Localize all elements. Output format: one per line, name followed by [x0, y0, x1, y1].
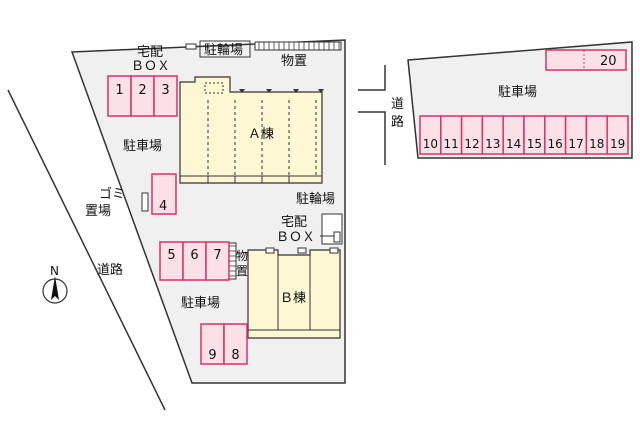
storage-mid-label-line2: 置	[236, 264, 248, 278]
north-label: N	[50, 264, 59, 278]
garbage-station	[141, 192, 149, 212]
storage-strip-ticks	[258, 42, 340, 50]
road-bracket	[358, 65, 386, 165]
building-b	[247, 247, 341, 339]
parking-space-number: 18	[589, 137, 604, 151]
parking-space-number: 12	[464, 137, 479, 151]
bicycle-top-label: 駐輪場	[204, 42, 243, 58]
parking-group-10-19: 10 11 12 13 14 15 16 17 18 19	[419, 115, 629, 155]
parking-space-number: 17	[568, 137, 583, 151]
parking-space-7	[205, 241, 230, 281]
north-arrow-icon	[42, 276, 68, 304]
parking-space-number: 10	[423, 137, 438, 151]
parking-right-label: 駐車場	[498, 85, 537, 100]
bicycle-top-frame	[199, 40, 251, 58]
bicycle-mid-label: 駐輪場	[296, 191, 335, 207]
road-left-label: 道路	[97, 262, 123, 278]
parking-space-number: 6	[190, 248, 198, 263]
building-a-label: Ａ棟	[248, 127, 274, 142]
parking-space-3	[153, 75, 178, 117]
delivery-box-top-label-line1: 宅配	[137, 45, 163, 60]
parking-space-19	[606, 115, 629, 155]
parking-space-number: 19	[610, 137, 625, 151]
parking-space-4-number: 4	[159, 199, 167, 214]
parking-space-number: 3	[161, 83, 169, 98]
building-b-label: Ｂ棟	[280, 291, 306, 306]
parking-left-label: 駐車場	[123, 139, 162, 154]
parking-space-number: 9	[208, 348, 216, 363]
storage-mid-strip	[225, 242, 237, 280]
storage-top-label: 物置	[281, 54, 307, 69]
building-a	[179, 76, 323, 184]
parking-space-number: 16	[548, 137, 563, 151]
parking-space-number: 14	[506, 137, 521, 151]
delivery-box-mid-icon	[333, 231, 341, 243]
road-edge-line	[7, 89, 166, 411]
parking-space-number: 15	[527, 137, 542, 151]
storage-mid-label-line1: 物	[236, 249, 248, 263]
parking-space-20-number: 20	[600, 54, 617, 69]
parking-space-number: 5	[167, 248, 175, 263]
delivery-box-top-label-line2: ＢＯＸ	[131, 59, 170, 74]
parking-space-20	[545, 49, 627, 71]
parking-space-number: 8	[231, 348, 239, 363]
road-mid-label-line1: 道	[391, 97, 404, 112]
delivery-box-mid-label-line1: 宅配	[281, 215, 307, 230]
storage-strip-top	[254, 41, 342, 51]
parking-bottom-label: 駐車場	[181, 296, 220, 311]
delivery-box-top-icon	[185, 43, 197, 50]
parking-space-number: 7	[213, 248, 221, 263]
parking-space-number: 11	[444, 137, 459, 151]
parking-space-number: 1	[115, 83, 123, 98]
delivery-box-mid-label-line2: ＢＯＸ	[276, 230, 315, 245]
building-a-markers	[239, 89, 324, 93]
parking-space-number: 13	[485, 137, 500, 151]
parking-space-4	[151, 173, 177, 215]
parking-space-number: 2	[138, 83, 146, 98]
garbage-label-line2: 置場	[85, 204, 111, 219]
garbage-label-line1: ゴミ	[99, 186, 125, 202]
road-mid-label-line2: 路	[391, 114, 404, 130]
parking-space-8	[223, 323, 248, 365]
